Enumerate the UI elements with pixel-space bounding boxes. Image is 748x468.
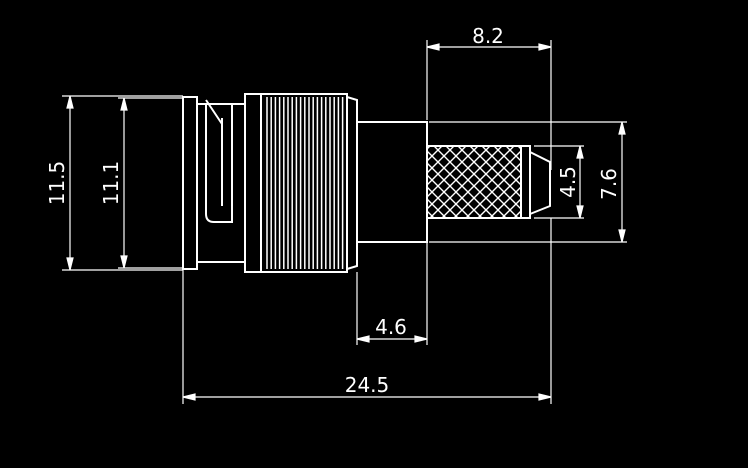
dim-overall-length: [182, 218, 552, 404]
label-body-height: 7.6: [597, 168, 621, 200]
label-ferrule-height: 4.5: [556, 166, 580, 198]
label-middle-width: 4.6: [375, 315, 407, 339]
bayonet-cap: [182, 93, 262, 273]
coupling-nut: [260, 93, 358, 273]
label-left-outer: 11.5: [45, 161, 69, 206]
label-top-width: 8.2: [472, 24, 504, 48]
crimp-ferrule: [426, 145, 551, 219]
label-left-inner: 11.1: [99, 161, 123, 206]
dim-left-inner: [118, 97, 183, 269]
dim-left-outer: [62, 95, 183, 271]
dim-body-height: [429, 121, 627, 243]
dim-top-width: [426, 40, 552, 170]
label-overall-length: 24.5: [345, 373, 390, 397]
dim-ferrule-height: [534, 145, 584, 219]
rear-body: [356, 121, 428, 243]
dim-middle-width: [356, 242, 428, 345]
